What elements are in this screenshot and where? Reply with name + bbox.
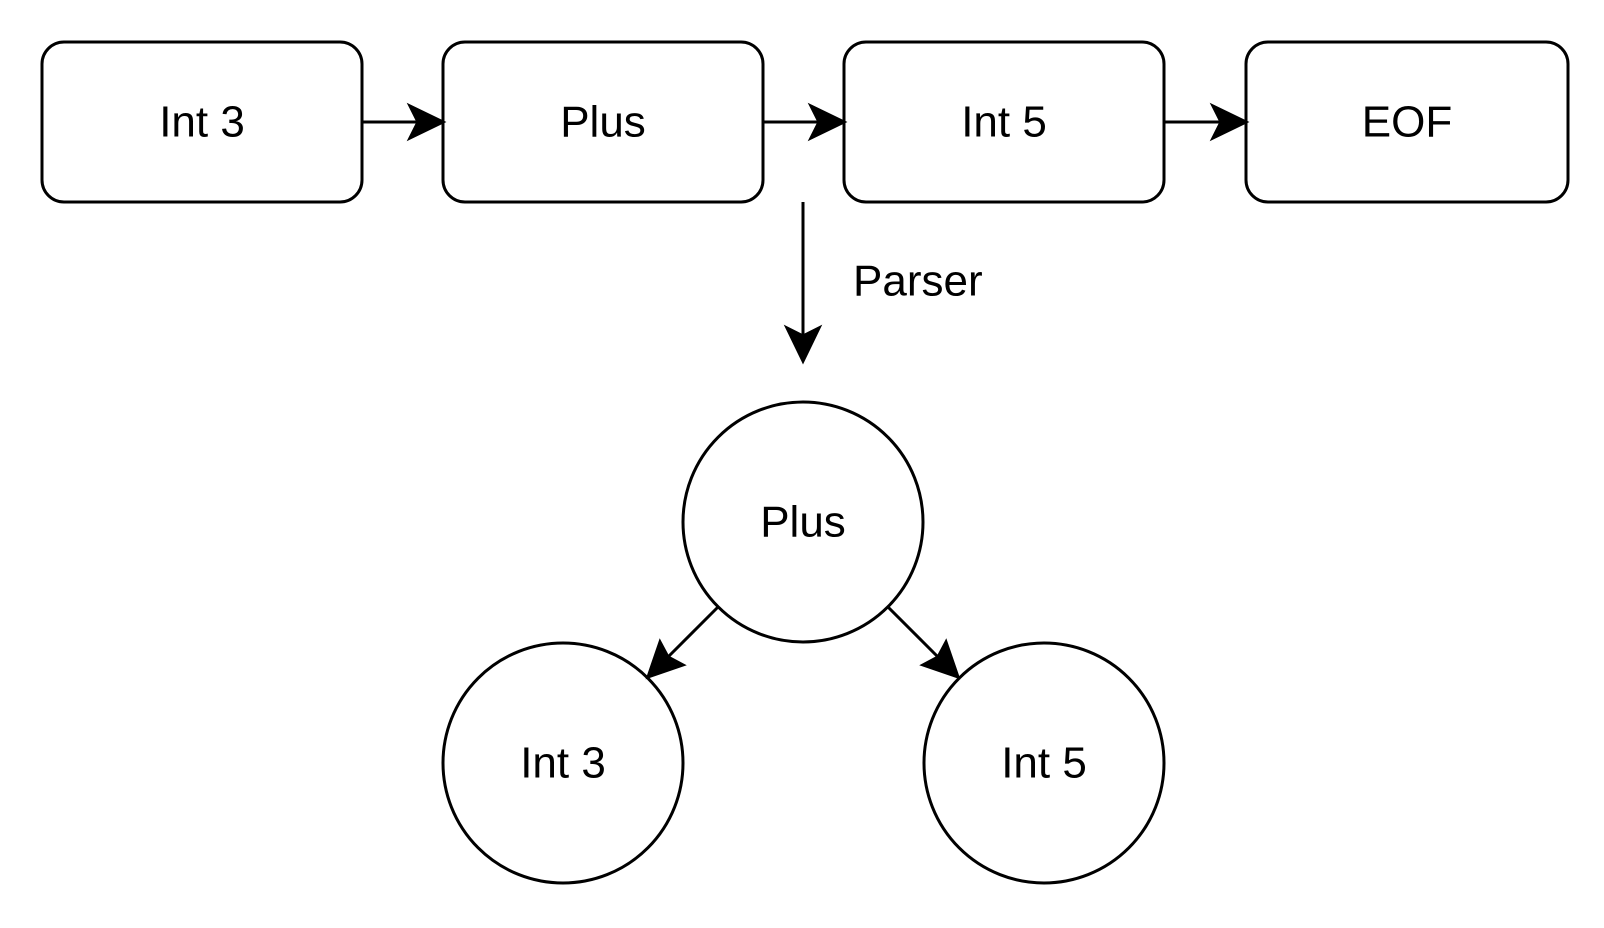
- ast-left-int-3: Int 3: [441, 641, 685, 885]
- ast-left-circle: [441, 641, 685, 885]
- arrow-int5-to-eof: [1164, 102, 1250, 142]
- ast-right-circle: [922, 641, 1166, 885]
- ast-left-label: Int 3: [520, 739, 606, 788]
- token-eof-label: EOF: [1362, 98, 1452, 147]
- parser-label: Parser: [853, 257, 983, 306]
- token-eof: EOF: [1244, 40, 1570, 204]
- token-int-5-label: Int 5: [961, 98, 1047, 147]
- ast-root-circle: [681, 400, 925, 644]
- arrow-plus-to-int5: [763, 102, 848, 142]
- parser-arrow: [783, 202, 823, 365]
- ast-right-label: Int 5: [1001, 739, 1087, 788]
- ast-right-int-5: Int 5: [922, 641, 1166, 885]
- arrow-int3-to-plus: [362, 102, 447, 142]
- token-plus-label: Plus: [560, 98, 646, 147]
- ast-root-label: Plus: [760, 498, 846, 547]
- token-int-3-label: Int 3: [159, 98, 245, 147]
- ast-edge-root-to-right: [886, 605, 961, 680]
- token-int-5: Int 5: [842, 40, 1166, 204]
- token-plus: Plus: [441, 40, 765, 204]
- ast-root-plus: Plus: [681, 400, 925, 644]
- token-int-3: Int 3: [40, 40, 364, 204]
- ast-edge-root-to-left: [645, 605, 720, 680]
